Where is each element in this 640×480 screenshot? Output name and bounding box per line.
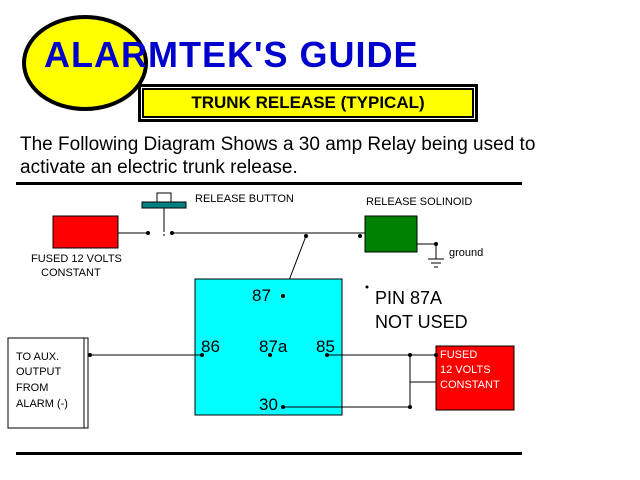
top-divider [16,182,522,185]
relay-body [194,278,343,416]
release-solenoid-label: RELEASE SOLINOID [366,196,473,208]
fuse-right-label-line1: FUSED [440,349,478,361]
release-button-plunger [141,201,187,209]
aux-label-line2: OUTPUT [16,366,62,378]
release-button-cap [156,192,172,203]
subtitle-banner: TRUNK RELEASE (TYPICAL) [138,84,478,122]
aux-output-box [7,337,89,429]
relay-pin-87: 87 [252,286,271,305]
aux-label-line4: ALARM (-) [16,398,68,410]
subtitle-text: TRUNK RELEASE (TYPICAL) [191,93,425,112]
page-title: ALARMTEK'S GUIDE [44,34,419,75]
pin87a-note: PIN 87A NOT USED [375,286,468,334]
logo-ellipse [22,15,148,111]
relay-pin-86: 86 [201,337,220,356]
relay-pin-87a: 87a [259,337,288,356]
release-solenoid [364,215,418,253]
ground-label: ground [449,247,484,259]
aux-label-line1: TO AUX. [16,351,60,363]
fuse-left-label-line2: CONSTANT [41,267,101,279]
relay-pin-85: 85 [316,337,335,356]
bottom-divider [16,452,522,455]
pin87a-note-line2: NOT USED [375,312,468,332]
relay-pin-30: 30 [259,395,278,414]
fuse-right-label-line3: CONSTANT [440,379,500,391]
release-button-label: RELEASE BUTTON [195,193,294,205]
aux-label-line3: FROM [16,382,49,394]
fuse-right-label-line2: 12 VOLTS [440,364,491,376]
intro-text: The Following Diagram Shows a 30 amp Rel… [20,134,536,178]
fuse-left [52,215,119,249]
pin87a-note-line1: PIN 87A [375,288,443,308]
fuse-right [435,345,515,411]
fuse-left-label-line1: FUSED 12 VOLTS [31,253,122,265]
